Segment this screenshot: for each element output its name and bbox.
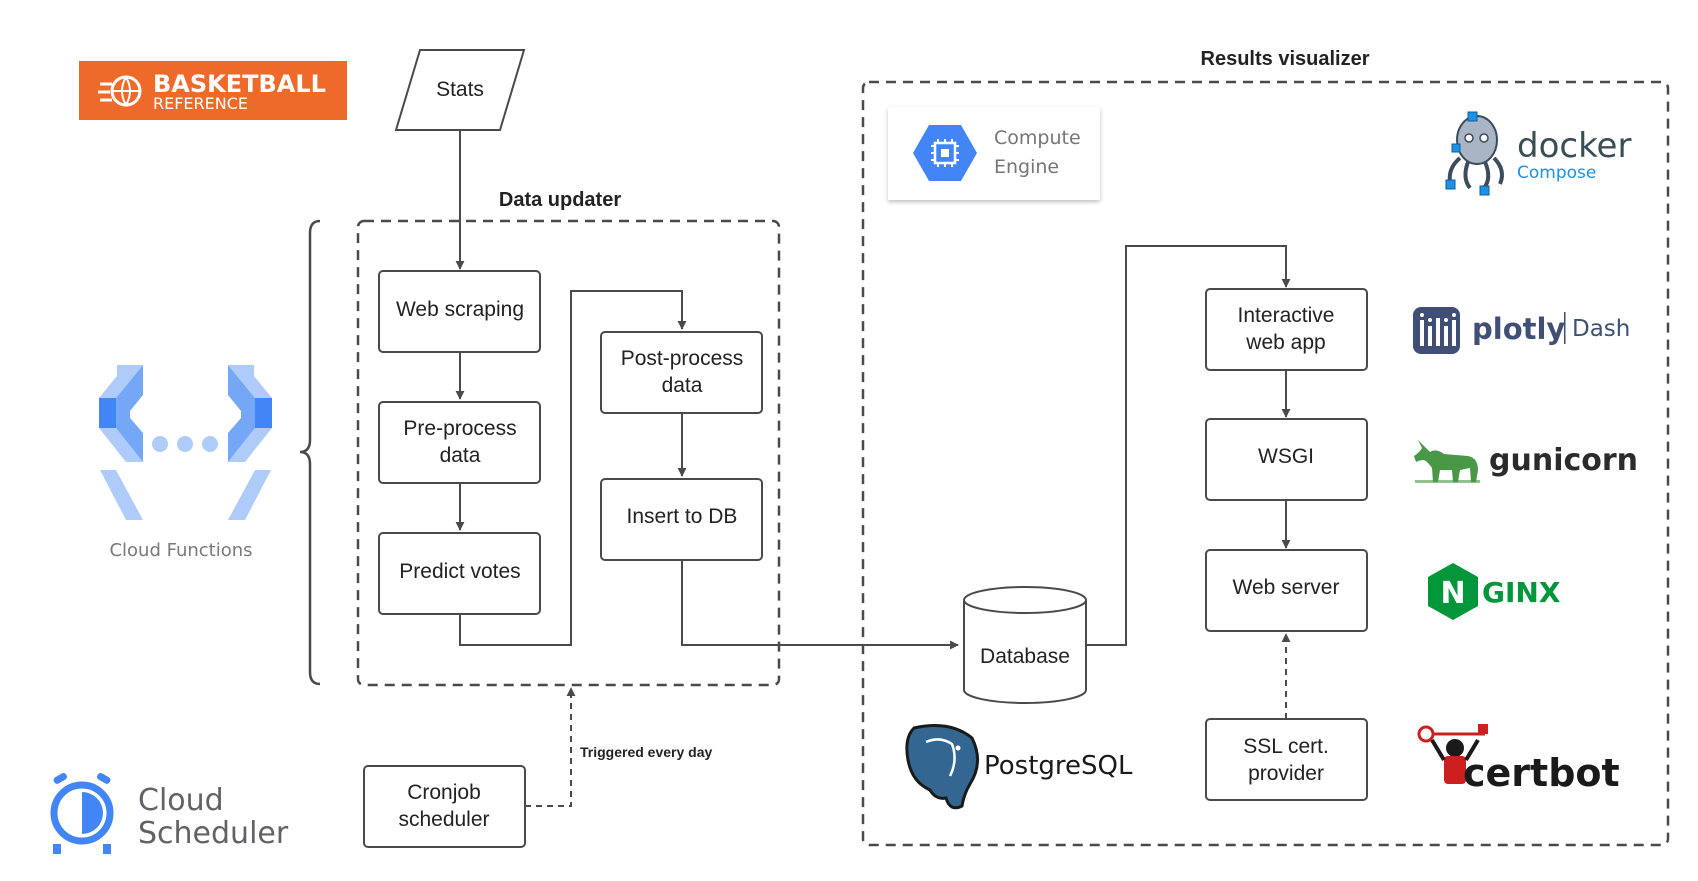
nginx-logo: N GINX — [1428, 563, 1561, 620]
post-process-node: Post-process data — [600, 331, 763, 414]
svg-text:certbot: certbot — [1463, 751, 1620, 795]
svg-text:PostgreSQL: PostgreSQL — [984, 751, 1133, 781]
svg-text:Pre-process: Pre-process — [403, 417, 516, 440]
predict-votes-node: Predict votes — [378, 532, 541, 615]
svg-text:Stats: Stats — [436, 78, 484, 101]
ssl-provider-node: SSL cert. provider — [1205, 718, 1368, 801]
svg-text:docker: docker — [1517, 126, 1631, 166]
certbot-logo: certbot — [1417, 724, 1620, 795]
svg-text:provider: provider — [1248, 762, 1324, 785]
svg-text:Cronjob: Cronjob — [407, 781, 481, 804]
cloud-scheduler-logo: Cloud Scheduler — [50, 773, 289, 854]
cloud-functions-icon — [99, 365, 272, 520]
basketball-reference-logo: BASKETBALL REFERENCE — [79, 61, 347, 120]
svg-text:Cloud Functions: Cloud Functions — [109, 540, 252, 561]
brace — [299, 219, 321, 686]
web-scraping-node: Web scraping — [378, 270, 541, 353]
svg-text:Dash: Dash — [1572, 316, 1630, 342]
svg-text:data: data — [662, 374, 703, 397]
cloud-functions-logo: Cloud Functions — [99, 365, 272, 561]
pre-process-node: Pre-process data — [378, 401, 541, 484]
svg-text:Engine: Engine — [994, 156, 1059, 178]
clock-icon — [50, 773, 114, 854]
svg-text:Web scraping: Web scraping — [396, 298, 524, 321]
trigger-label: Triggered every day — [580, 744, 713, 760]
plotly-dash-logo: plotly Dash — [1413, 307, 1630, 354]
data-updater-title: Data updater — [499, 189, 621, 211]
postgresql-logo: PostgreSQL — [905, 724, 1133, 810]
svg-text:SSL cert.: SSL cert. — [1243, 735, 1329, 758]
svg-text:data: data — [440, 444, 481, 467]
insert-db-node: Insert to DB — [600, 478, 763, 561]
edge-insert-database — [681, 560, 959, 650]
svg-text:Cloud: Cloud — [138, 783, 224, 818]
database-node: Database — [963, 586, 1087, 704]
svg-text:gunicorn: gunicorn — [1489, 443, 1638, 478]
interactive-web-app-node: Interactive web app — [1205, 288, 1368, 371]
svg-text:scheduler: scheduler — [398, 808, 489, 831]
svg-text:Interactive: Interactive — [1238, 304, 1335, 327]
wsgi-node: WSGI — [1205, 418, 1368, 501]
data-updater-group — [356, 219, 781, 687]
svg-text:GINX: GINX — [1482, 576, 1561, 609]
svg-text:REFERENCE: REFERENCE — [153, 94, 248, 113]
svg-text:Compose: Compose — [1517, 163, 1596, 183]
svg-text:Predict votes: Predict votes — [399, 560, 520, 583]
stats-node: Stats — [394, 49, 526, 131]
results-visualizer-group — [861, 80, 1670, 847]
compute-engine-logo: Compute Engine — [888, 107, 1100, 200]
docker-compose-logo: docker Compose — [1445, 111, 1631, 196]
cronjob-node: Cronjob scheduler — [363, 765, 526, 848]
connectors — [455, 130, 1291, 807]
svg-text:plotly: plotly — [1472, 312, 1565, 346]
svg-text:WSGI: WSGI — [1258, 445, 1314, 468]
results-visualizer-title: Results visualizer — [1201, 48, 1370, 70]
svg-text:Database: Database — [980, 645, 1070, 668]
svg-text:Scheduler: Scheduler — [138, 816, 289, 851]
nginx-hexagon-icon — [1428, 563, 1478, 620]
svg-text:BASKETBALL: BASKETBALL — [153, 70, 326, 98]
svg-text:web app: web app — [1245, 331, 1325, 354]
svg-text:Compute: Compute — [994, 127, 1081, 149]
gunicorn-logo: gunicorn — [1414, 440, 1638, 483]
edge-database-webapp — [1087, 245, 1291, 646]
svg-text:N: N — [1440, 576, 1465, 611]
svg-text:Web server: Web server — [1233, 576, 1340, 599]
edge-cronjob-dataupdater — [525, 687, 576, 807]
web-server-node: Web server — [1205, 549, 1368, 632]
octopus-icon — [1445, 111, 1504, 196]
svg-text:Post-process: Post-process — [621, 347, 744, 370]
elephant-icon — [905, 724, 979, 810]
unicorn-icon — [1414, 440, 1478, 482]
edge-predict-postprocess — [459, 290, 687, 646]
svg-text:Insert to DB: Insert to DB — [627, 505, 738, 528]
robot-key-icon — [1417, 724, 1488, 784]
